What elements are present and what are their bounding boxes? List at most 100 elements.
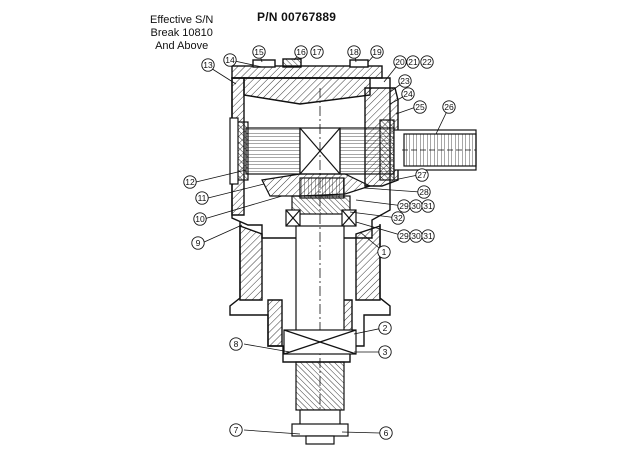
callout-c2: 2 — [378, 321, 392, 335]
input-shaft-assembly — [229, 117, 477, 185]
callout-c20: 20 — [393, 55, 407, 69]
callout-c30a: 30 — [409, 199, 423, 213]
callout-c7: 7 — [229, 423, 243, 437]
callout-c22: 22 — [420, 55, 434, 69]
callout-c27: 27 — [415, 168, 429, 182]
callout-number: 12 — [185, 177, 195, 187]
callout-number: 30 — [411, 201, 421, 211]
callout-number: 16 — [296, 47, 306, 57]
callout-number: 26 — [444, 102, 454, 112]
callout-number: 15 — [254, 47, 264, 57]
callout-c31b: 31 — [421, 229, 435, 243]
effective-note-line-1: Effective S/N — [150, 14, 214, 26]
callout-number: 9 — [196, 238, 201, 248]
callout-circle — [294, 45, 308, 59]
callout-number: 31 — [423, 231, 433, 241]
effective-serial-note: Effective S/N Break 10810 And Above — [150, 14, 213, 53]
callout-circle — [421, 229, 435, 243]
callout-c32: 32 — [391, 211, 405, 225]
callout-circle — [377, 245, 391, 259]
callout-number: 29 — [399, 231, 409, 241]
part-number-title: P/N 00767889 — [257, 10, 337, 24]
effective-note-line-2: Break 10810 — [150, 27, 213, 39]
callout-circle — [393, 55, 407, 69]
callout-circle — [415, 168, 429, 182]
callout-circle — [417, 185, 431, 199]
callout-circle — [195, 191, 209, 205]
callout-number: 1 — [382, 247, 387, 257]
callout-circle — [413, 100, 427, 114]
callout-circle — [391, 211, 405, 225]
callout-c11: 11 — [195, 191, 209, 205]
callout-c24: 24 — [401, 87, 415, 101]
callout-c28: 28 — [417, 185, 431, 199]
callout-circle — [378, 345, 392, 359]
callout-number: 31 — [423, 201, 433, 211]
callout-number: 23 — [400, 76, 410, 86]
callout-circle — [201, 58, 215, 72]
callout-circle — [229, 423, 243, 437]
callout-number: 30 — [411, 231, 421, 241]
callout-number: 21 — [408, 57, 418, 67]
callout-c29a: 29 — [397, 199, 411, 213]
effective-note-line-3: And Above — [155, 40, 209, 52]
callout-number: 13 — [203, 60, 213, 70]
callout-circle — [229, 337, 243, 351]
callout-number: 10 — [195, 214, 205, 224]
callout-number: 14 — [225, 55, 235, 65]
callout-c16: 16 — [294, 45, 308, 59]
callout-c29b: 29 — [397, 229, 411, 243]
callout-number: 18 — [349, 47, 359, 57]
callout-number: 3 — [383, 347, 388, 357]
callout-c15: 15 — [252, 45, 266, 59]
callout-circle — [420, 55, 434, 69]
callout-c18: 18 — [347, 45, 361, 59]
callout-circle — [183, 175, 197, 189]
output-shaft — [283, 88, 357, 445]
callout-circle — [421, 199, 435, 213]
callout-c19: 19 — [370, 45, 384, 59]
callout-c3: 3 — [378, 345, 392, 359]
callout-number: 32 — [393, 213, 403, 223]
callout-c31a: 31 — [421, 199, 435, 213]
callout-circle — [223, 53, 237, 67]
callout-c30b: 30 — [409, 229, 423, 243]
callout-number: 11 — [198, 193, 207, 203]
callout-number: 19 — [372, 47, 382, 57]
callout-c1: 1 — [377, 245, 391, 259]
callout-c8: 8 — [229, 337, 243, 351]
callout-number: 17 — [312, 47, 322, 57]
callout-circle — [398, 74, 412, 88]
callout-c26: 26 — [442, 100, 456, 114]
callout-c6: 6 — [379, 426, 393, 440]
bevel-gears — [261, 173, 372, 227]
callout-c14: 14 — [223, 53, 237, 67]
callout-circle — [252, 45, 266, 59]
callout-number: 22 — [422, 57, 432, 67]
callout-circle — [379, 426, 393, 440]
callout-c17: 17 — [310, 45, 324, 59]
callout-number: 24 — [403, 89, 413, 99]
callout-number: 28 — [419, 187, 429, 197]
callout-number: 2 — [383, 323, 388, 333]
callout-number: 27 — [417, 170, 427, 180]
callout-circle — [193, 212, 207, 226]
callout-circle — [347, 45, 361, 59]
callout-number: 29 — [399, 201, 409, 211]
callout-number: 8 — [234, 339, 239, 349]
callout-number: 20 — [395, 57, 405, 67]
callout-c23: 23 — [398, 74, 412, 88]
callout-c21: 21 — [406, 55, 420, 69]
callout-circle — [310, 45, 324, 59]
callout-c13: 13 — [201, 58, 215, 72]
callout-circle — [406, 55, 420, 69]
callout-c25: 25 — [413, 100, 427, 114]
callout-c10: 10 — [193, 212, 207, 226]
callout-circle — [370, 45, 384, 59]
callout-circle — [401, 87, 415, 101]
callout-circle — [191, 236, 205, 250]
callout-circle — [442, 100, 456, 114]
callout-number: 25 — [415, 102, 425, 112]
